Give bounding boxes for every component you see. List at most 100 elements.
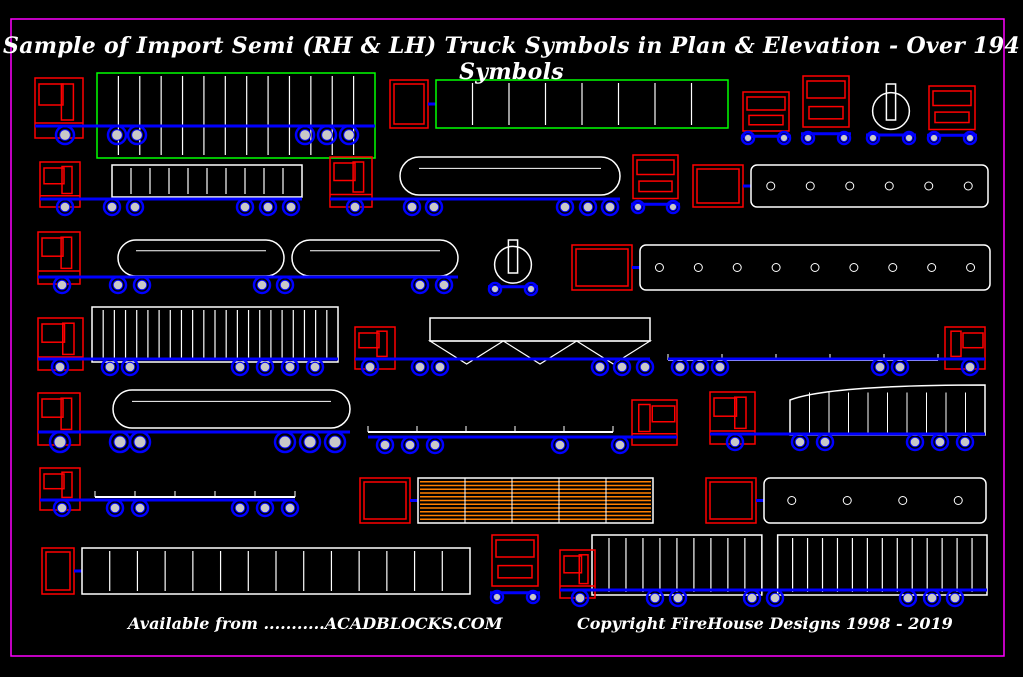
wheel-hub <box>604 201 616 213</box>
wheel <box>280 498 300 518</box>
wheel-hub <box>633 202 643 212</box>
wheel <box>790 432 810 452</box>
wheel <box>898 588 918 608</box>
wheel-hub <box>106 201 118 213</box>
tank-outline <box>112 389 351 429</box>
wheel-hub <box>965 133 975 143</box>
tank-outline <box>763 477 987 524</box>
wheel <box>550 435 570 455</box>
cab-door <box>60 236 73 270</box>
wheel-hub <box>428 201 440 213</box>
cab-roof <box>393 83 425 125</box>
drawing-title: Sample of Import Semi (RH & LH) Truck Sy… <box>3 33 1020 85</box>
wheel-hub <box>113 435 127 449</box>
cab-body <box>354 326 396 370</box>
cab-window <box>563 555 583 574</box>
wheel-hub <box>404 439 416 451</box>
silo-trailer <box>427 317 653 365</box>
grille <box>808 105 844 120</box>
cab-body <box>631 399 678 446</box>
wheel <box>126 124 148 146</box>
wheel-hub <box>743 133 753 143</box>
wheel-hub <box>54 361 66 373</box>
wheel-hub <box>239 201 251 213</box>
wheel <box>425 435 445 455</box>
wheel-hub <box>262 201 274 213</box>
cab-door <box>578 554 589 585</box>
cab-window <box>38 83 64 106</box>
wheel-hub <box>299 129 311 141</box>
wheel <box>106 124 128 146</box>
grille <box>934 111 970 124</box>
wheel <box>54 124 76 146</box>
grille <box>497 564 533 579</box>
wheel-hub <box>234 361 246 373</box>
wheel <box>740 130 756 146</box>
footer-available: Available from ...........ACADBLOCKS.COM <box>128 614 503 633</box>
cab-side-view <box>354 326 396 370</box>
silo-top <box>429 317 651 342</box>
cab-body <box>944 326 986 370</box>
wheel <box>776 130 792 146</box>
wheel <box>230 498 250 518</box>
tank-body <box>399 156 621 196</box>
manhole <box>842 496 852 505</box>
truck-plan-container <box>389 79 729 129</box>
tank-plan <box>750 164 989 208</box>
wheel-hub <box>111 129 123 141</box>
wheel-hub <box>259 361 271 373</box>
wheel-hub <box>490 284 500 294</box>
truck-front-1 <box>740 91 792 146</box>
windscreen <box>746 96 786 111</box>
trailer-outline <box>435 79 729 129</box>
tank-outline <box>399 156 621 196</box>
wheel <box>922 588 942 608</box>
wheel-hub <box>136 279 148 291</box>
cab-plan-view <box>359 477 411 524</box>
wheel <box>120 357 140 377</box>
wheel-hub <box>904 133 914 143</box>
tank-body <box>117 239 285 277</box>
cab-door <box>638 403 651 433</box>
wheel <box>402 197 422 217</box>
wheel <box>338 124 360 146</box>
wheel-hub <box>259 502 271 514</box>
truck-front-3 <box>926 85 978 146</box>
truck-plan-double-tanker <box>571 244 991 291</box>
trailer-plan <box>435 79 729 129</box>
wheel <box>294 124 316 146</box>
wheel <box>487 281 503 297</box>
wheel <box>275 275 295 295</box>
manhole <box>845 181 855 191</box>
trailer-outline <box>111 164 303 198</box>
truck-elevation-gas-tanker <box>37 389 351 454</box>
manhole <box>732 263 742 272</box>
trailer-box <box>111 164 303 198</box>
wheel-hub <box>639 361 651 373</box>
wheel <box>668 588 688 608</box>
cab-door <box>61 471 73 499</box>
tank-outline <box>117 239 285 277</box>
wheel-hub <box>959 436 971 448</box>
wheel-hub <box>769 592 781 604</box>
deck-outline <box>417 477 654 524</box>
wheel <box>102 197 122 217</box>
wheel <box>590 357 610 377</box>
manhole <box>963 181 973 191</box>
wheel <box>710 357 730 377</box>
wheel <box>430 357 450 377</box>
wheel-hub <box>234 502 246 514</box>
cab-window <box>358 332 380 349</box>
silo-hopper <box>574 340 653 365</box>
wheel <box>100 357 120 377</box>
wheel <box>434 275 454 295</box>
wheel-hub <box>414 279 426 291</box>
wheel-hub <box>528 592 538 602</box>
wheel-hub <box>949 592 961 604</box>
wheel <box>125 197 145 217</box>
wheel <box>305 357 325 377</box>
manhole <box>888 263 898 272</box>
cab-body <box>34 77 84 139</box>
wheel-hub <box>714 361 726 373</box>
